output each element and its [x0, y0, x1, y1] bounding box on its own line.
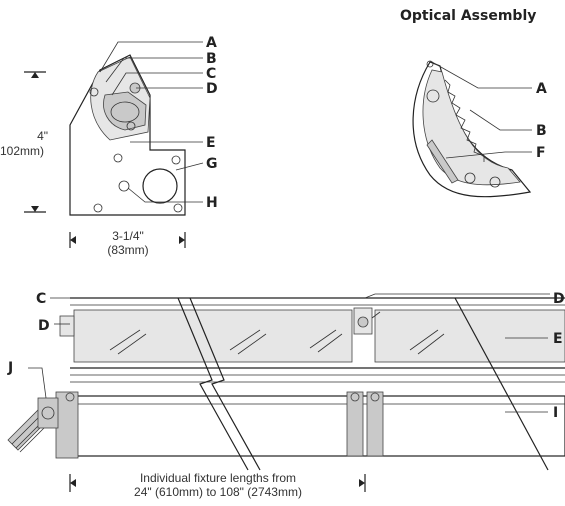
- label-d: D: [206, 81, 218, 97]
- label-oa-a: A: [536, 81, 547, 97]
- label-c: C: [206, 66, 216, 82]
- label-e: E: [206, 135, 216, 151]
- label-fix-d-right: D: [553, 291, 565, 307]
- side-view: A B C D E G H 4" (102mm) 3-1/4" (83mm): [0, 35, 218, 257]
- label-oa-b: B: [536, 123, 547, 139]
- label-a: A: [206, 35, 217, 51]
- width-dim-mm: (83mm): [107, 243, 148, 257]
- label-h: H: [206, 195, 218, 211]
- label-g: G: [206, 156, 218, 172]
- label-fix-d-left: D: [38, 318, 50, 334]
- label-fix-j: J: [7, 360, 13, 376]
- fixture-length-line1: Individual fixture lengths from: [140, 471, 296, 485]
- label-fix-i: I: [553, 405, 558, 421]
- width-dim-in: 3-1/4": [112, 229, 144, 243]
- label-oa-f: F: [536, 145, 546, 161]
- height-dim-mm: (102mm): [0, 144, 44, 158]
- optical-assembly-title: Optical Assembly: [400, 8, 536, 24]
- height-dim-in: 4": [37, 129, 48, 143]
- fixture-length-line2: 24" (610mm) to 108" (2743mm): [134, 485, 302, 499]
- optical-assembly-view: A B F: [412, 60, 547, 198]
- label-b: B: [206, 51, 217, 67]
- label-fix-e: E: [553, 331, 563, 347]
- label-fix-c: C: [36, 291, 46, 307]
- fixture-view: C D J D E I Individual fixture lengths f…: [7, 291, 565, 499]
